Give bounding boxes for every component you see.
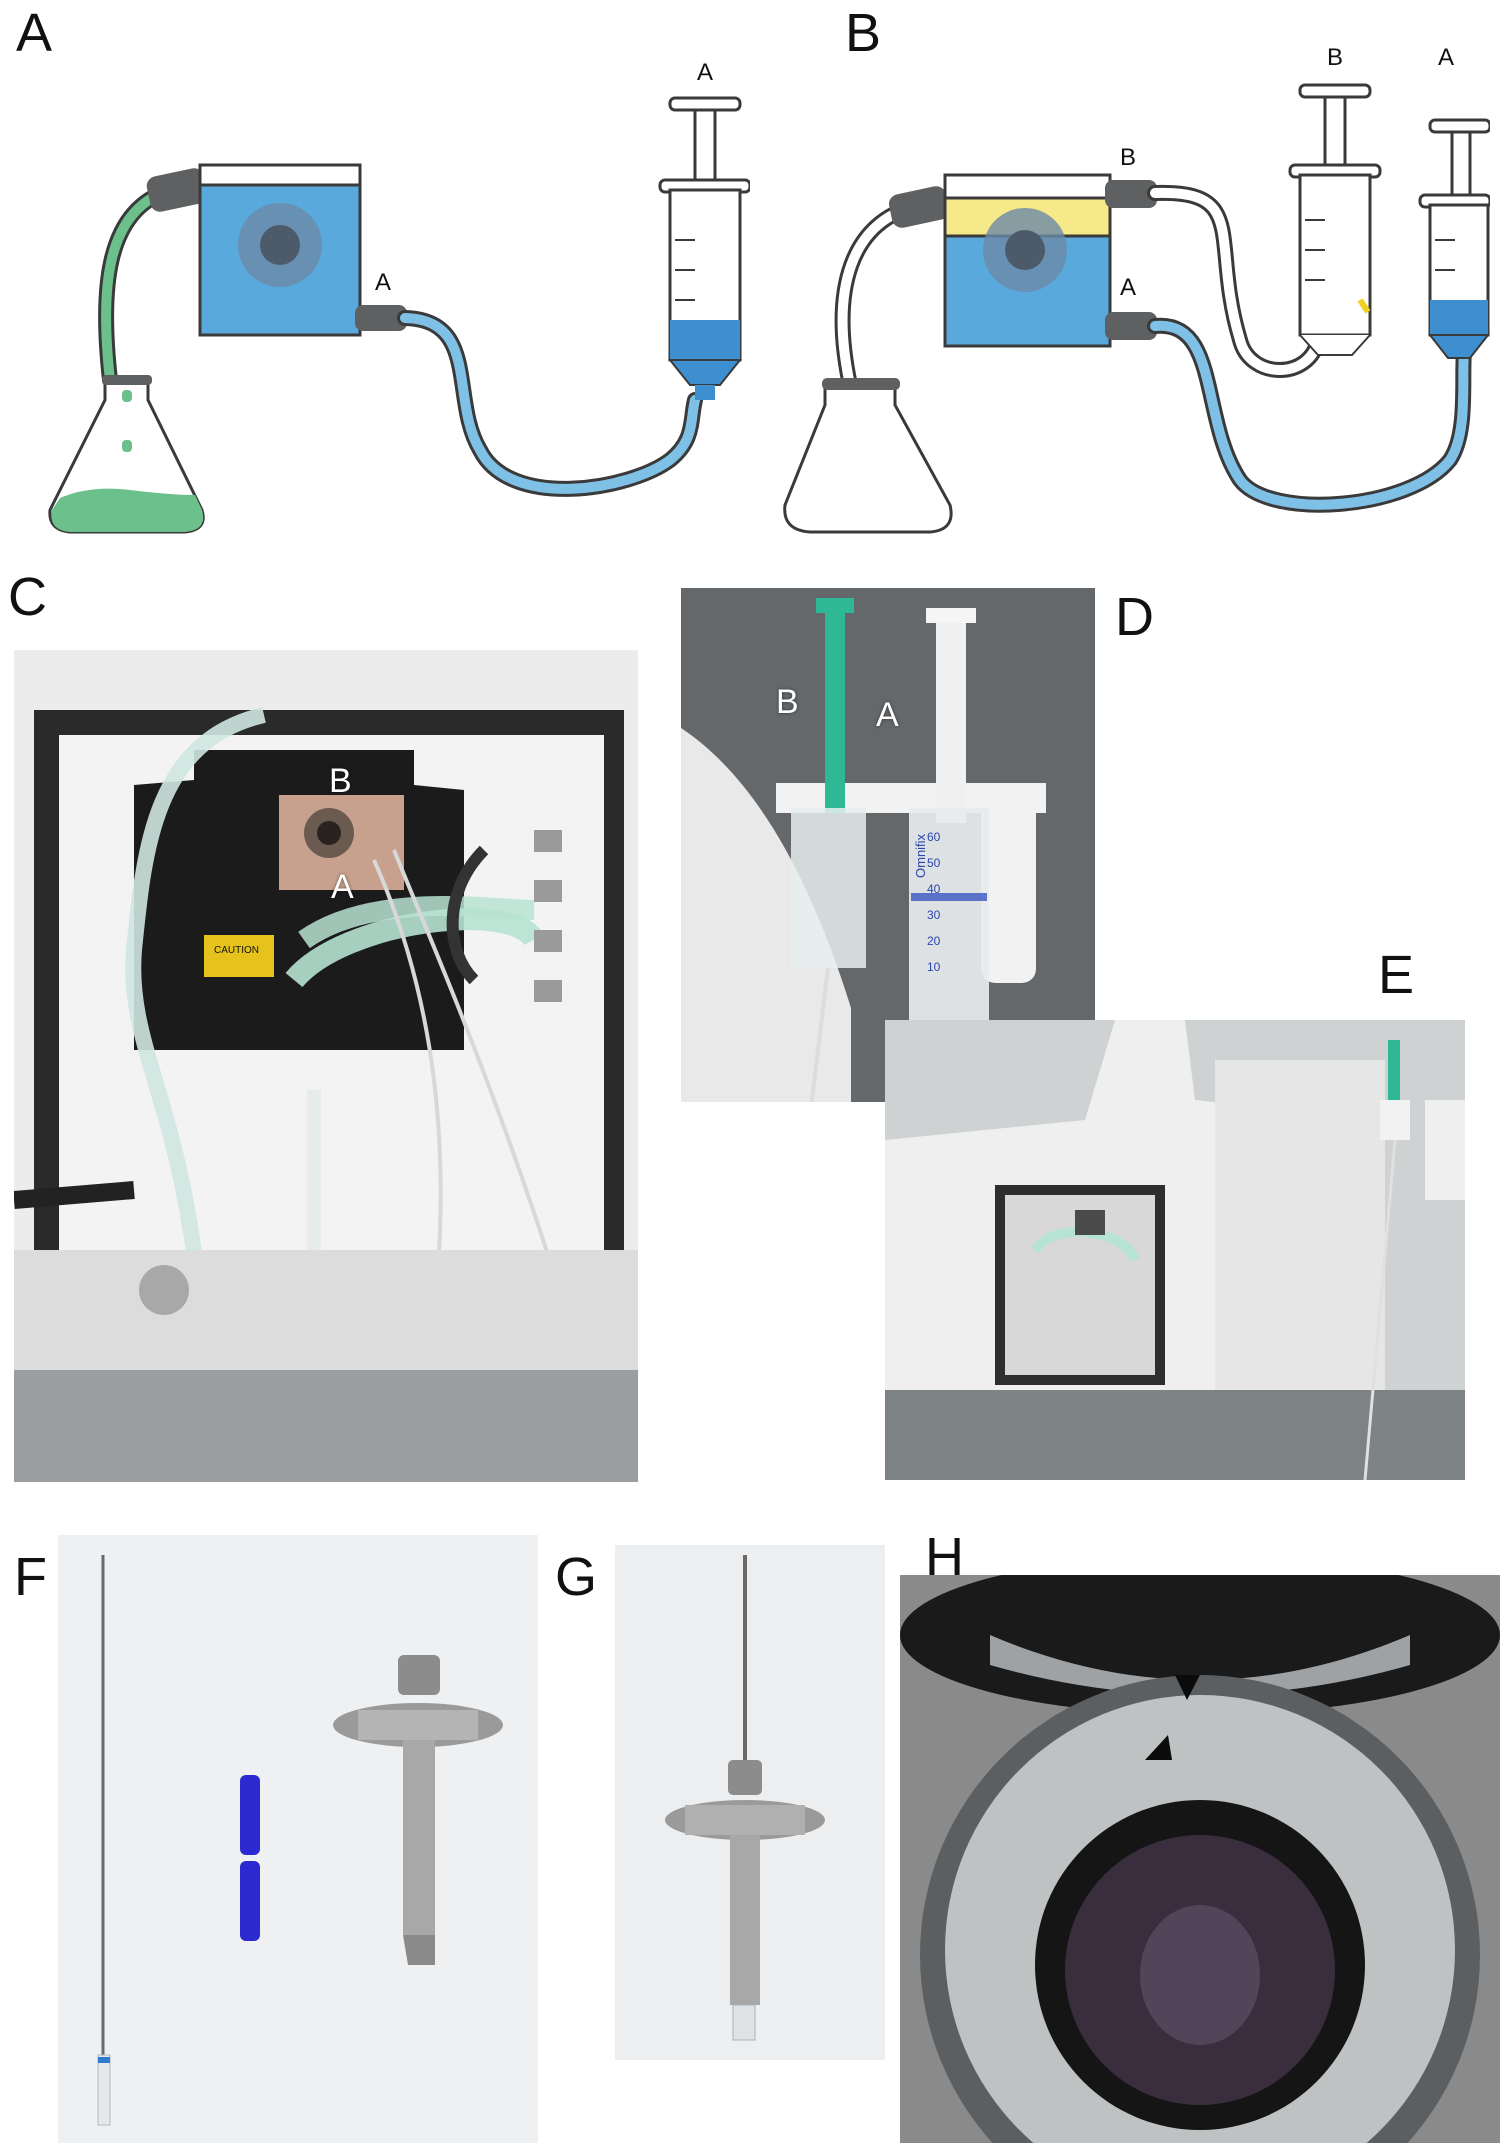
- pump-port-a-label: A: [375, 269, 391, 296]
- d-scale-mark: 60: [927, 830, 941, 844]
- syringe-a-icon-b: [1418, 118, 1490, 359]
- panel-c-photo: CAUTION B A: [14, 650, 638, 1482]
- assembled-nebulizer-illustration: [615, 1545, 885, 2060]
- syringe-a-icon: [658, 96, 750, 400]
- panel-letter-b: B: [845, 3, 882, 63]
- green-inlet-tube: [98, 182, 178, 388]
- pump-port-b-label: B: [1120, 144, 1136, 171]
- nozzle-view-illustration: [900, 1575, 1500, 2143]
- panel-g-photo: [615, 1545, 885, 2060]
- empty-flask-icon: [783, 378, 953, 534]
- caution-label: CAUTION: [214, 945, 259, 956]
- d-syringe-a-label: A: [876, 696, 899, 734]
- d-scale-mark: 50: [927, 856, 941, 870]
- arrowhead-bottom-icon: [1145, 1735, 1172, 1760]
- panel-letter-a: A: [16, 3, 53, 63]
- panel-letter-g: G: [555, 1547, 598, 1607]
- syringe-b-label: B: [1327, 44, 1343, 71]
- pump-port-a-label-b: A: [1120, 274, 1136, 301]
- d-scale-mark: 20: [927, 934, 941, 948]
- panel-letter-e: E: [1378, 945, 1415, 1005]
- panel-d-photo: B A Omnifix 60 50 40 30 20 10: [678, 585, 1098, 1105]
- panel-b-diagram: B A B A: [783, 44, 1490, 534]
- dual-pump-icon: [943, 173, 1112, 348]
- d-scale-marks: 60 50 40 30 20 10: [927, 824, 949, 980]
- syringe-a-label: A: [697, 59, 713, 86]
- syringe-holder-illustration: [681, 588, 1095, 1102]
- panel-f-photo: [58, 1535, 538, 2143]
- panel-letter-c: C: [8, 567, 47, 627]
- arrowhead-top-icon: [1175, 1675, 1200, 1700]
- panel-letter-f: F: [14, 1547, 47, 1607]
- d-scale-mark: 30: [927, 908, 941, 922]
- syringe-b-icon: [1288, 83, 1382, 356]
- instrument-overview-illustration: [885, 1020, 1465, 1480]
- d-scale-mark: 10: [927, 960, 941, 974]
- panel-h-photo: [900, 1575, 1500, 2143]
- peristaltic-pump-icon: [198, 163, 362, 337]
- nebulizer-parts-illustration: [58, 1535, 538, 2143]
- panel-letter-d: D: [1115, 587, 1154, 647]
- panel-e-photo: [885, 1020, 1465, 1480]
- d-syringe-b-label: B: [776, 683, 799, 721]
- d-scale-mark: 40: [927, 882, 941, 896]
- instrument-front-illustration: CAUTION: [14, 650, 638, 1482]
- syringe-a-label-b: A: [1438, 44, 1454, 71]
- c-port-b-label: B: [329, 762, 352, 800]
- panel-a-diagram: A A: [48, 59, 750, 534]
- c-port-a-label: A: [331, 868, 354, 906]
- d-syringe-brand: Omnifix: [913, 833, 928, 878]
- flask-icon: [48, 375, 205, 534]
